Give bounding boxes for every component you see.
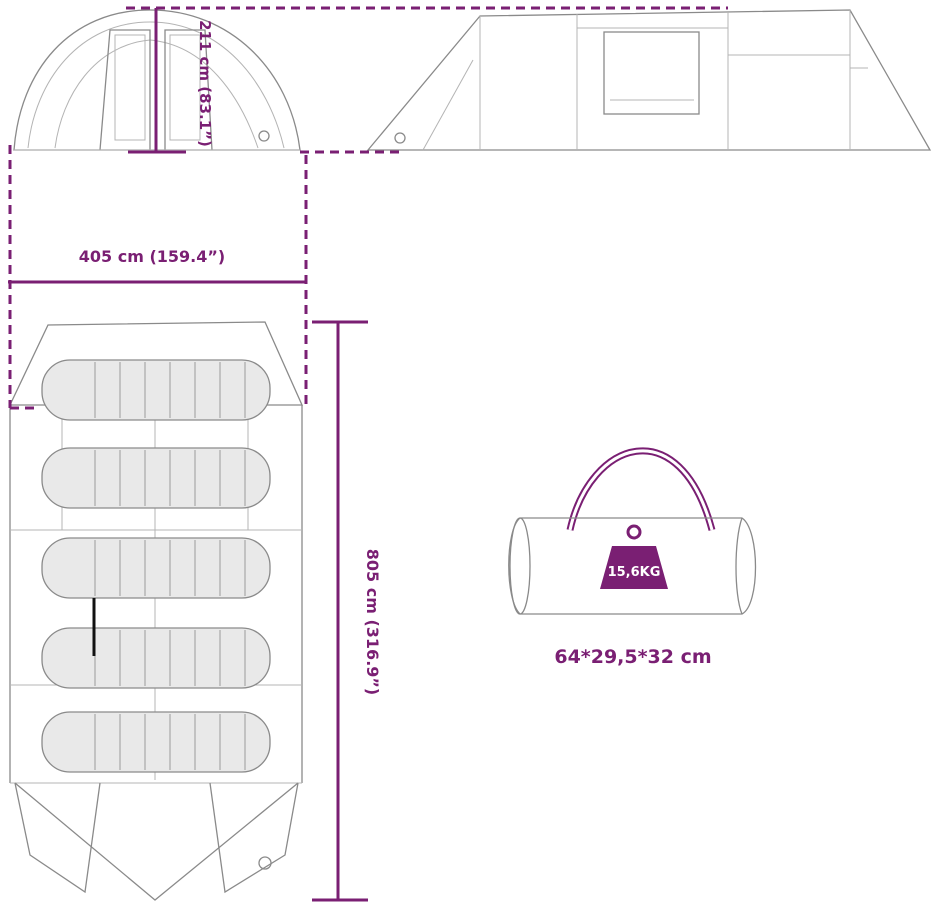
tent-side-view-icon bbox=[366, 9, 932, 151]
length-dimension bbox=[312, 320, 368, 902]
width-label: 405 cm (159.4”) bbox=[79, 247, 225, 266]
sleeping-bag-icon bbox=[41, 537, 271, 599]
carry-bag-icon bbox=[508, 447, 757, 615]
pack-size-label: 64*29,5*32 cm bbox=[554, 646, 711, 668]
weight-label: 15,6KG bbox=[608, 565, 661, 580]
sleeping-bag-icon bbox=[41, 627, 271, 689]
weight-icon bbox=[600, 524, 668, 589]
length-label: 805 cm (316.9”) bbox=[363, 549, 382, 695]
sleeping-bag-group bbox=[41, 359, 271, 773]
height-dimension bbox=[126, 6, 728, 154]
height-label: 211 cm (83.1”) bbox=[196, 20, 214, 147]
sleeping-bag-icon bbox=[41, 359, 271, 421]
width-dimension bbox=[8, 145, 308, 410]
sleeping-bag-icon bbox=[41, 447, 271, 509]
tent-front-view-icon bbox=[13, 9, 301, 151]
sleeping-bag-icon bbox=[41, 711, 271, 773]
